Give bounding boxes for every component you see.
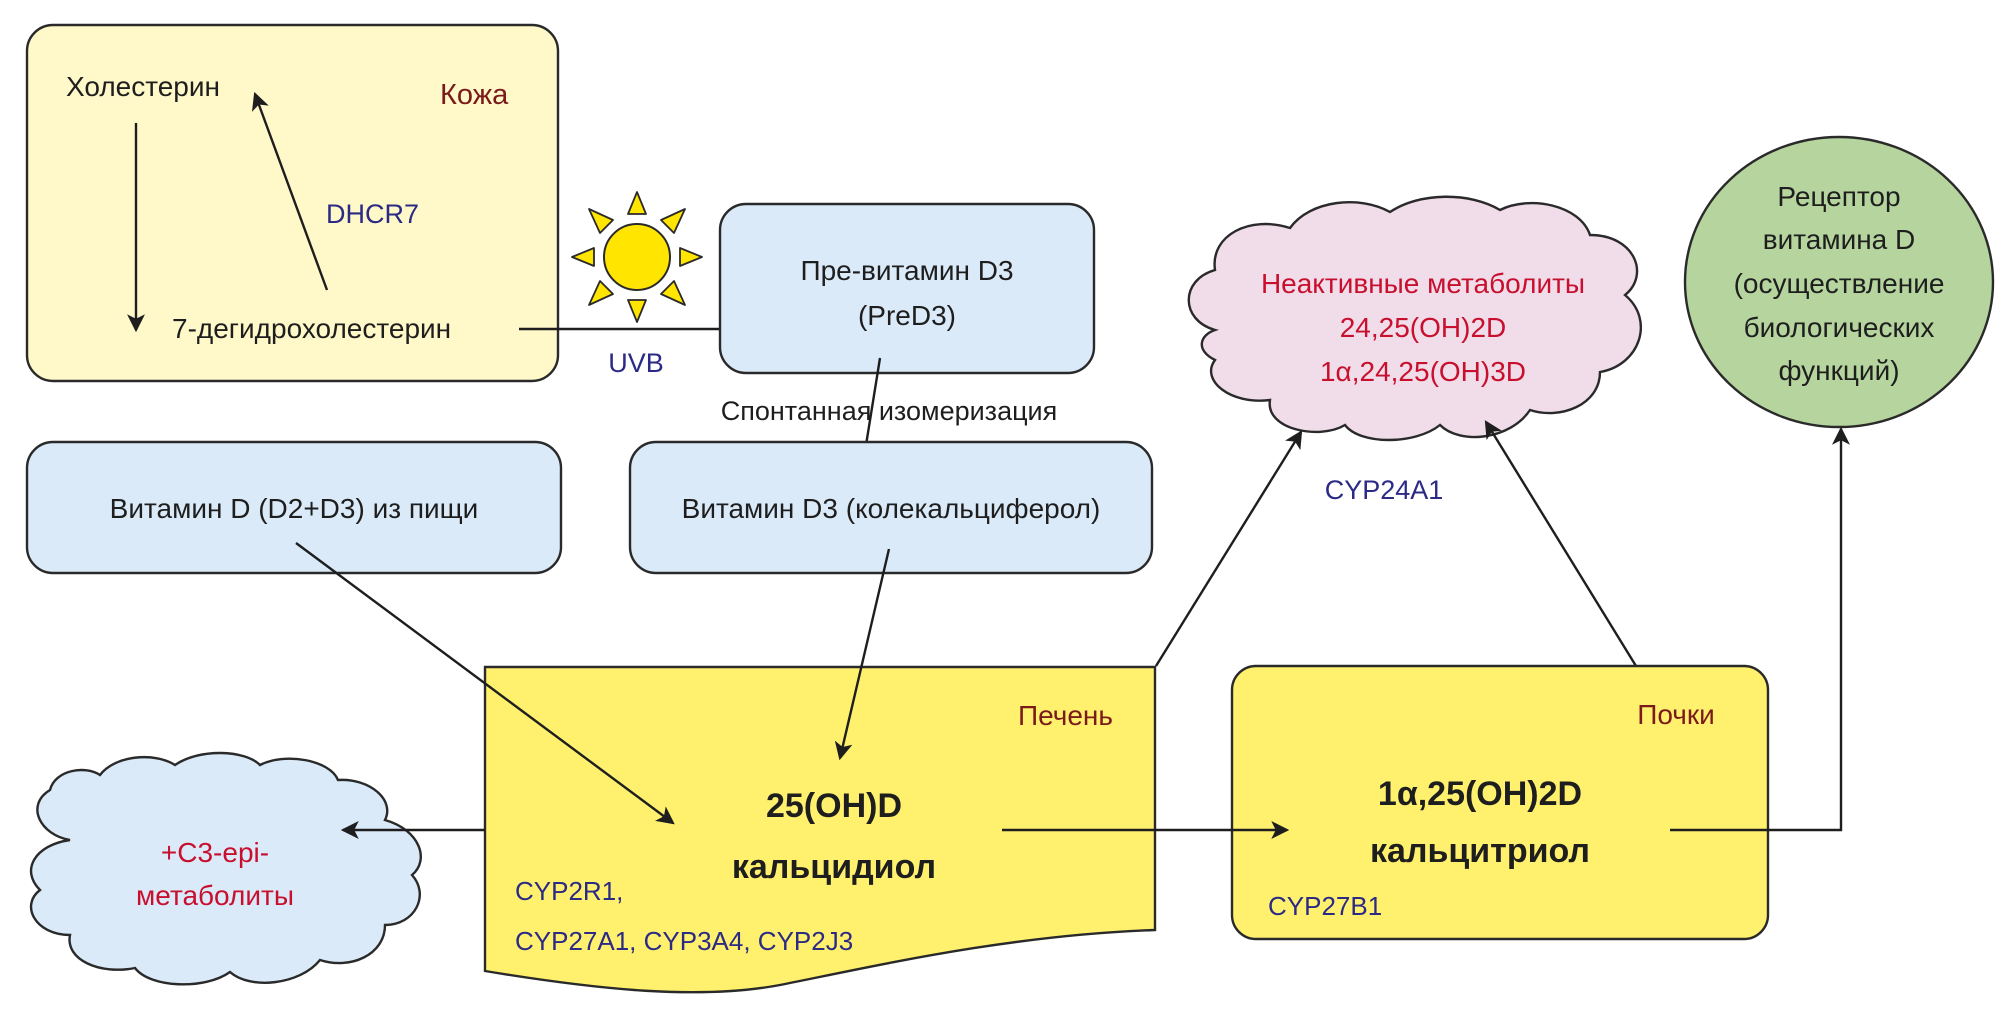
liver-enzymes-line2: CYP27A1, CYP3A4, CYP2J3 [515, 926, 853, 956]
liver-enzymes-line1: CYP2R1, [515, 876, 623, 906]
c3-epi-metabolites-cloud: +C3-epi- метаболиты [29, 751, 422, 986]
kidney-region-label: Почки [1637, 699, 1715, 730]
receptor-line-2: витамина D [1763, 224, 1916, 255]
skin-region-label: Кожа [440, 79, 509, 111]
dietary-vitamin-d-label: Витамин D (D2+D3) из пищи [110, 493, 479, 524]
sun-icon [571, 191, 703, 323]
inactive-metabolites-cloud: Неактивные метаболиты 24,25(OH)2D 1α,24,… [1187, 195, 1642, 442]
food-to-liver-arrow [295, 542, 675, 825]
vitamin-d-receptor-circle: Рецептор витамина D (осуществление биоло… [1683, 135, 1995, 429]
dietary-vitamin-d-box: Витамин D (D2+D3) из пищи [25, 440, 563, 575]
uvb-label: UVB [608, 348, 664, 378]
dehydrocholesterol-label: 7-дегидрохолестерин [172, 313, 451, 344]
vitamin-d3-box: Витамин D3 (колекальциферол) [628, 440, 1154, 575]
kidney-to-inactive-arrow [1484, 420, 1638, 667]
inactive-metabolites-line1: Неактивные метаболиты [1261, 268, 1585, 299]
cholesterol-label: Холестерин [66, 71, 220, 102]
skin-box: Кожа Холестерин 7-дегидрохолестерин DHCR… [25, 23, 560, 383]
previtamin-line1: Пре-витамин D3 [800, 255, 1013, 286]
cyp27b1-enzyme-label: CYP27B1 [1268, 891, 1382, 921]
c3-epi-line1: +C3-epi- [161, 837, 269, 868]
inactive-metabolites-line3: 1α,24,25(OH)3D [1320, 356, 1526, 387]
calcitriol-name: кальцитриол [1370, 832, 1590, 870]
kidney-box: Почки 1α,25(OH)2D кальцитриол CYP27B1 [1230, 664, 1770, 941]
cyp24a1-enzyme-label: CYP24A1 [1325, 475, 1444, 505]
calcidiol-compound: 25(OH)D [766, 787, 902, 825]
previtamin-d3-box: Пре-витамин D3 (PreD3) [718, 202, 1096, 375]
vitamin-d3-label: Витамин D3 (колекальциферол) [682, 493, 1101, 524]
liver-box: Печень 25(OH)D кальцидиол CYP2R1, CYP27A… [483, 665, 1157, 994]
calcidiol-name: кальцидиол [732, 848, 936, 886]
receptor-line-1: Рецептор [1777, 181, 1900, 212]
receptor-line-4: биологических [1744, 312, 1935, 343]
c3-epi-line2: метаболиты [136, 880, 294, 911]
calcitriol-compound: 1α,25(OH)2D [1378, 775, 1582, 813]
skin-box-shape [25, 23, 560, 383]
receptor-line-5: функций) [1778, 355, 1899, 386]
inactive-metabolites-line2: 24,25(OH)2D [1340, 312, 1507, 343]
d3-to-liver-arrow [834, 548, 891, 761]
liver-to-inactive-arrow [1154, 430, 1303, 667]
previtamin-line2: (PreD3) [858, 300, 956, 331]
7dhc-to-cholesterol-arrow [251, 91, 329, 291]
dhcr7-enzyme-label: DHCR7 [326, 199, 419, 229]
liver-region-label: Печень [1018, 700, 1113, 731]
kidney-to-receptor-arrow [1670, 426, 1850, 832]
isomerization-label: Спонтанная изомеризация [721, 396, 1058, 426]
receptor-line-3: (осуществление [1734, 268, 1945, 299]
